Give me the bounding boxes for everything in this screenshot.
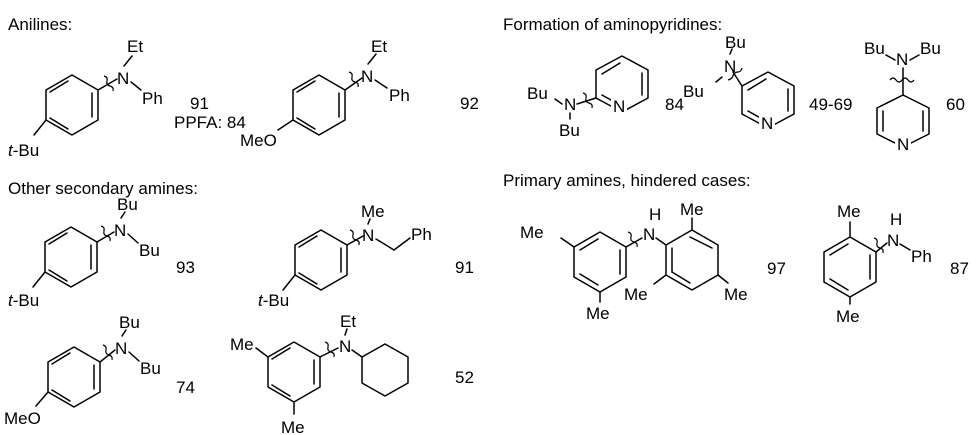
compound-4-aminopyridine: N N Bu Bu 60 [864, 39, 965, 154]
yield-label: 60 [946, 95, 965, 114]
compound-tbu-n-methyl-n-benzyl: t-Bu N Me Ph 91 [258, 202, 474, 310]
amine-nitrogen-label: N [643, 225, 655, 244]
ppfa-yield-label: PPFA: 84 [174, 113, 246, 132]
yield-label: 87 [950, 259, 969, 278]
attachment-wavy-bond [727, 67, 743, 81]
tert-butyl-label: t-Bu [8, 291, 39, 310]
methyl-label: Me [361, 202, 385, 221]
butyl-label: Bu [117, 195, 138, 214]
methyl-label: Me [281, 418, 305, 435]
attachment-wavy-bond [627, 231, 638, 248]
benzene-ring [47, 346, 101, 408]
pyridine-nitrogen-label: N [761, 114, 773, 133]
nitrogen-label: N [361, 67, 373, 86]
benzene-ring [45, 74, 99, 136]
pyridine-nitrogen-label: N [897, 135, 909, 154]
section-anilines-header: Anilines: [8, 15, 72, 34]
methyl-label: Me [624, 285, 648, 304]
benzene-ring [292, 74, 346, 136]
amine-hydrogen-label: H [649, 205, 661, 224]
attachment-wavy-bond [103, 75, 114, 92]
yield-label: 74 [176, 378, 195, 397]
methyl-label: Me [586, 304, 610, 323]
methyl-label: Me [836, 307, 860, 326]
phenyl-label: Ph [142, 89, 163, 108]
compound-tbu-n-ethyl-n-phenyl: t-Bu N Et Ph 91 PPFA: 84 [8, 37, 246, 160]
methyl-label: Me [520, 223, 544, 242]
ethyl-label: Et [340, 312, 356, 331]
tert-butyl-label: t-Bu [258, 291, 289, 310]
attachment-wavy-bond [873, 237, 884, 254]
ethyl-label: Et [371, 37, 387, 56]
benzene-ring [823, 236, 877, 298]
ethyl-label: Et [127, 37, 143, 56]
butyl-label: Bu [119, 313, 140, 332]
benzene-ring [44, 226, 98, 288]
methyl-label: Me [230, 335, 254, 354]
methyl-label: Me [724, 285, 748, 304]
compound-2-aminopyridine: N N Bu Bu 84 [527, 55, 684, 140]
phenyl-label: Ph [411, 225, 432, 244]
compound-tbu-n-dibutyl: t-Bu N Bu Bu 93 [8, 195, 195, 310]
yield-label: 84 [665, 95, 684, 114]
butyl-label: Bu [559, 121, 580, 140]
mesityl-ring [665, 229, 719, 291]
nitrogen-label: N [115, 339, 127, 358]
amine-hydrogen-label: H [890, 210, 902, 229]
nitrogen-label: N [339, 337, 351, 356]
yield-label: 52 [455, 368, 474, 387]
attachment-wavy-bond [100, 225, 111, 242]
butyl-label: Bu [683, 82, 704, 101]
butyl-label: Bu [864, 39, 885, 58]
nitrogen-label: N [117, 69, 129, 88]
butyl-label: Bu [139, 241, 160, 260]
butyl-label: Bu [527, 84, 548, 103]
nitrogen-label: N [564, 95, 576, 114]
attachment-wavy-bond [348, 71, 359, 88]
yield-label: 91 [190, 94, 209, 113]
methoxy-label: MeO [240, 131, 277, 150]
yield-label: 93 [176, 258, 195, 277]
methyl-label: Me [837, 202, 861, 221]
butyl-label: Bu [920, 39, 941, 58]
dimethylphenyl-ring [573, 231, 627, 293]
methoxy-label: MeO [4, 409, 41, 428]
compound-meo-n-dibutyl: MeO N Bu Bu 74 [4, 313, 195, 428]
yield-label: 97 [767, 259, 786, 278]
compound-dimethylphenyl-mesityl-amine: Me Me N H Me Me Me 97 [520, 200, 786, 323]
amine-nitrogen-label: N [887, 231, 899, 250]
attachment-wavy-bond [582, 92, 593, 109]
cyclohexyl-ring [361, 343, 409, 397]
nitrogen-label: N [114, 221, 126, 240]
compound-meo-n-ethyl-n-phenyl: MeO N Et Ph 92 [240, 37, 479, 150]
compound-dimethyl-n-ethyl-n-cyclohexyl: Me Me N Et 52 [230, 312, 474, 435]
attachment-wavy-bond [102, 344, 113, 361]
attachment-wavy-bond [324, 341, 335, 358]
benzene-ring [294, 229, 348, 291]
compound-3-aminopyridine: N N Bu Bu 49-69 [683, 33, 852, 133]
nitrogen-label: N [724, 57, 736, 76]
section-aminopyridines-header: Formation of aminopyridines: [503, 15, 722, 34]
tert-butyl-label: t-Bu [8, 141, 39, 160]
section-primary-amines-header: Primary amines, hindered cases: [503, 171, 751, 190]
yield-label: 91 [455, 258, 474, 277]
phenyl-label: Ph [911, 247, 932, 266]
nitrogen-label: N [896, 50, 908, 69]
attachment-wavy-bond [889, 77, 915, 83]
butyl-label: Bu [725, 33, 746, 52]
benzene-ring [267, 341, 321, 403]
yield-label: 92 [460, 94, 479, 113]
nitrogen-label: N [362, 226, 374, 245]
methyl-label: Me [680, 200, 704, 219]
pyridine-nitrogen-label: N [613, 97, 625, 116]
yield-label: 49-69 [809, 95, 852, 114]
phenyl-label: Ph [389, 86, 410, 105]
compound-dimethylphenyl-phenyl-amine: Me Me N H Ph 87 [823, 202, 969, 326]
attachment-wavy-bond [349, 229, 360, 246]
butyl-label: Bu [140, 359, 161, 378]
section-secondary-amines-header: Other secondary amines: [8, 179, 198, 198]
